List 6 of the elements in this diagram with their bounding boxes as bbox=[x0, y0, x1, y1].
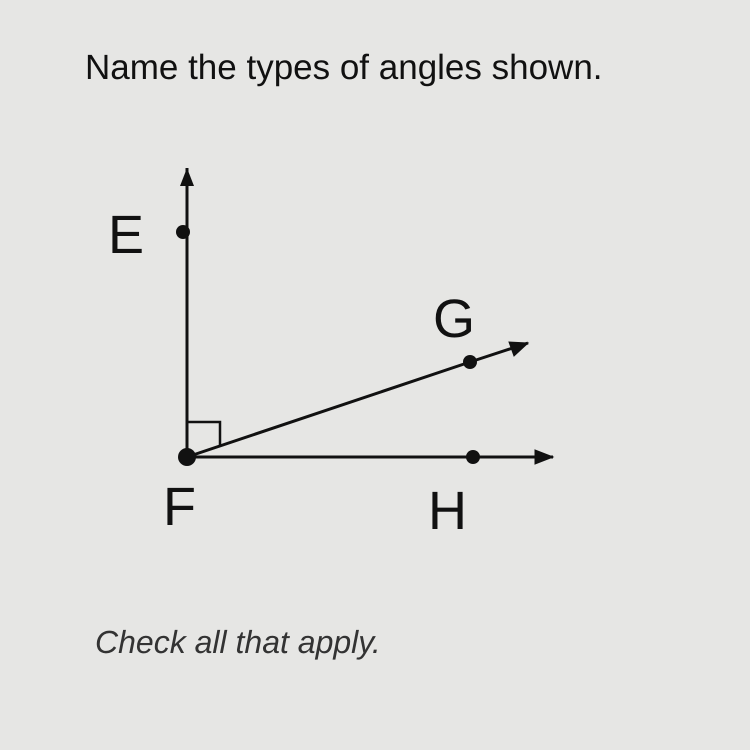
point-label: G bbox=[433, 292, 476, 346]
instruction-text: Check all that apply. bbox=[95, 626, 381, 658]
point-label: F bbox=[163, 480, 196, 534]
question-title: Name the types of angles shown. bbox=[85, 50, 603, 85]
point-label: E bbox=[108, 208, 144, 262]
point-label: H bbox=[428, 484, 467, 538]
